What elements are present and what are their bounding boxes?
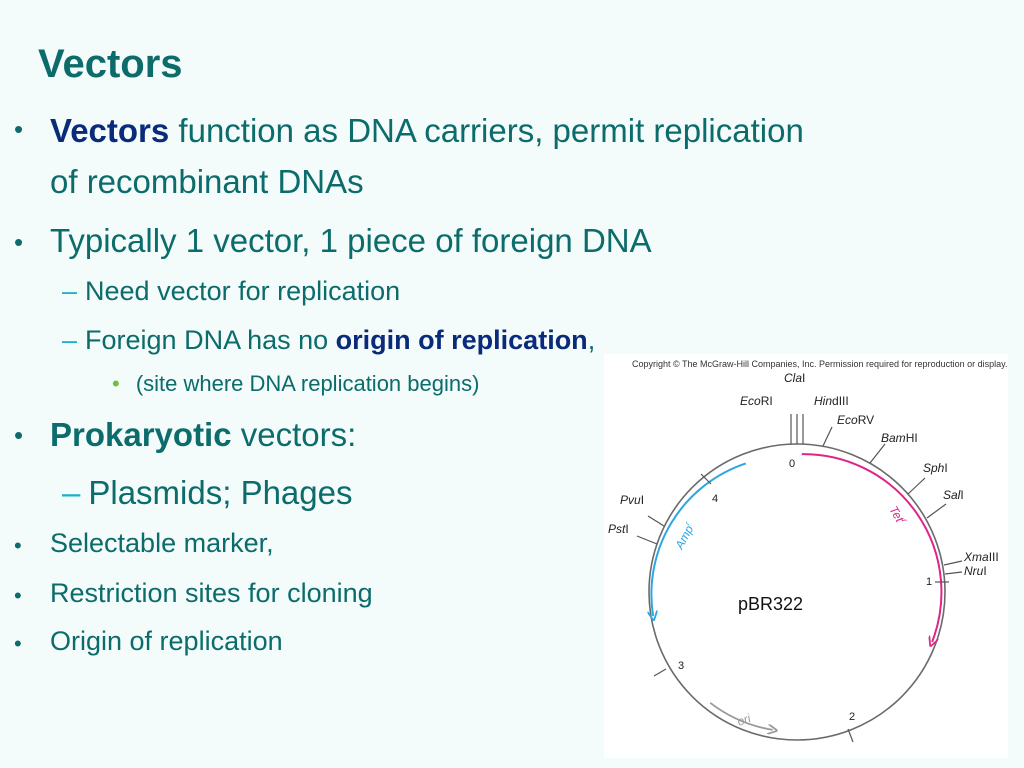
slide-title: Vectors: [38, 42, 183, 86]
site-tick-ecorv: [822, 426, 833, 447]
bullet-continuation: of recombinant DNAs: [50, 163, 364, 200]
scale-label-0: 0: [789, 458, 795, 470]
bullet-marker: •: [112, 371, 120, 396]
bullet-marker: •: [14, 583, 22, 608]
bullet-one-vector: Typically 1 vector, 1 piece of foreign D…: [50, 222, 652, 259]
site-label-hindiii: HindIII: [814, 394, 849, 408]
site-tick-sphi: [907, 477, 926, 495]
plasmid-name: pBR322: [738, 594, 803, 614]
bullet-selectable-marker: Selectable marker,: [50, 528, 274, 558]
site-tick-bamhi: [869, 443, 886, 464]
site-tick-sali: [926, 503, 947, 519]
site-label-xmaiii: XmaIII: [963, 550, 999, 564]
bullet-marker: •: [14, 420, 24, 450]
bullet-vectors-definition: Vectors function as DNA carriers, permit…: [50, 104, 804, 157]
scale-tick-4: [700, 473, 712, 485]
copyright-notice: Copyright © The McGraw-Hill Companies, I…: [632, 359, 1008, 369]
site-label-nrui: NruI: [964, 564, 987, 578]
sub-bullet-no-origin: –Foreign DNA has no origin of replicatio…: [62, 325, 595, 356]
site-tick-pvui: [647, 515, 665, 527]
origin-arc: [709, 702, 773, 730]
site-label-ecori: EcoRI: [740, 394, 773, 408]
bullet-bold-term: Vectors: [50, 112, 170, 149]
site-label-psti: PstI: [608, 522, 629, 536]
sub-bullet-text: Need vector for replication: [85, 276, 401, 306]
bullet-text: vectors:: [231, 416, 357, 453]
site-label-ecorv: EcoRV: [837, 413, 874, 427]
tet-gene-label: Tetr: [886, 503, 909, 527]
scale-label-1: 1: [926, 576, 932, 588]
scale-label-3: 3: [678, 660, 684, 672]
bullet-text: function as DNA carriers, permit replica…: [169, 112, 804, 149]
dash-marker: –: [62, 325, 78, 355]
bullet-bold-term: Prokaryotic: [50, 416, 232, 453]
scale-label-4: 4: [712, 493, 718, 505]
site-label-bamhi: BamHI: [881, 431, 918, 445]
pbr322-plasmid-figure: Copyright © The McGraw-Hill Companies, I…: [604, 354, 1008, 758]
bullet-prokaryotic: Prokaryotic vectors:: [50, 408, 356, 461]
site-label-sphi: SphI: [923, 461, 948, 475]
site-tick-nrui: [944, 571, 963, 575]
ori-label: ori: [735, 711, 753, 729]
amp-resistance-arc: [651, 462, 747, 616]
site-label-clai: ClaI: [784, 371, 805, 385]
bullet-marker: •: [14, 631, 22, 656]
tet-resistance-arc: [801, 453, 943, 642]
site-label-sali: SalI: [943, 488, 964, 502]
sub-sub-bullet-text: (site where DNA replication begins): [135, 371, 480, 396]
site-tick-xmaiii: [943, 560, 963, 566]
bullet-marker: •: [14, 114, 24, 144]
sub-bullet-need-vector: –Need vector for replication: [62, 276, 400, 307]
sub-bullet-text: Plasmids; Phages: [88, 474, 353, 511]
bullet-marker: •: [14, 533, 22, 558]
sub-bullet-text-end: ,: [587, 325, 596, 355]
scale-tick-2: [847, 728, 854, 743]
bullet-marker: •: [14, 227, 24, 257]
sub-bullet-bold-term: origin of replication: [335, 325, 588, 355]
sub-bullet-text: Foreign DNA has no: [85, 325, 336, 355]
plasmid-map: ClaI EcoRI HindIII EcoRV BamHI SphI SalI…: [608, 371, 999, 743]
plasmid-circle: [648, 443, 946, 741]
site-label-pvui: PvuI: [620, 493, 644, 507]
bullet-restriction-sites: Restriction sites for cloning: [50, 578, 373, 608]
dash-marker: –: [62, 474, 81, 511]
site-tick-psti: [636, 535, 658, 545]
bullet-origin: Origin of replication: [50, 626, 283, 656]
dash-marker: –: [62, 276, 78, 306]
scale-tick-3: [653, 668, 667, 677]
sub-bullet-plasmids: –Plasmids; Phages: [62, 466, 353, 519]
sub-sub-bullet-site: • (site where DNA replication begins): [112, 371, 479, 397]
scale-label-2: 2: [849, 711, 855, 723]
amp-gene-label: Ampr: [671, 520, 698, 552]
